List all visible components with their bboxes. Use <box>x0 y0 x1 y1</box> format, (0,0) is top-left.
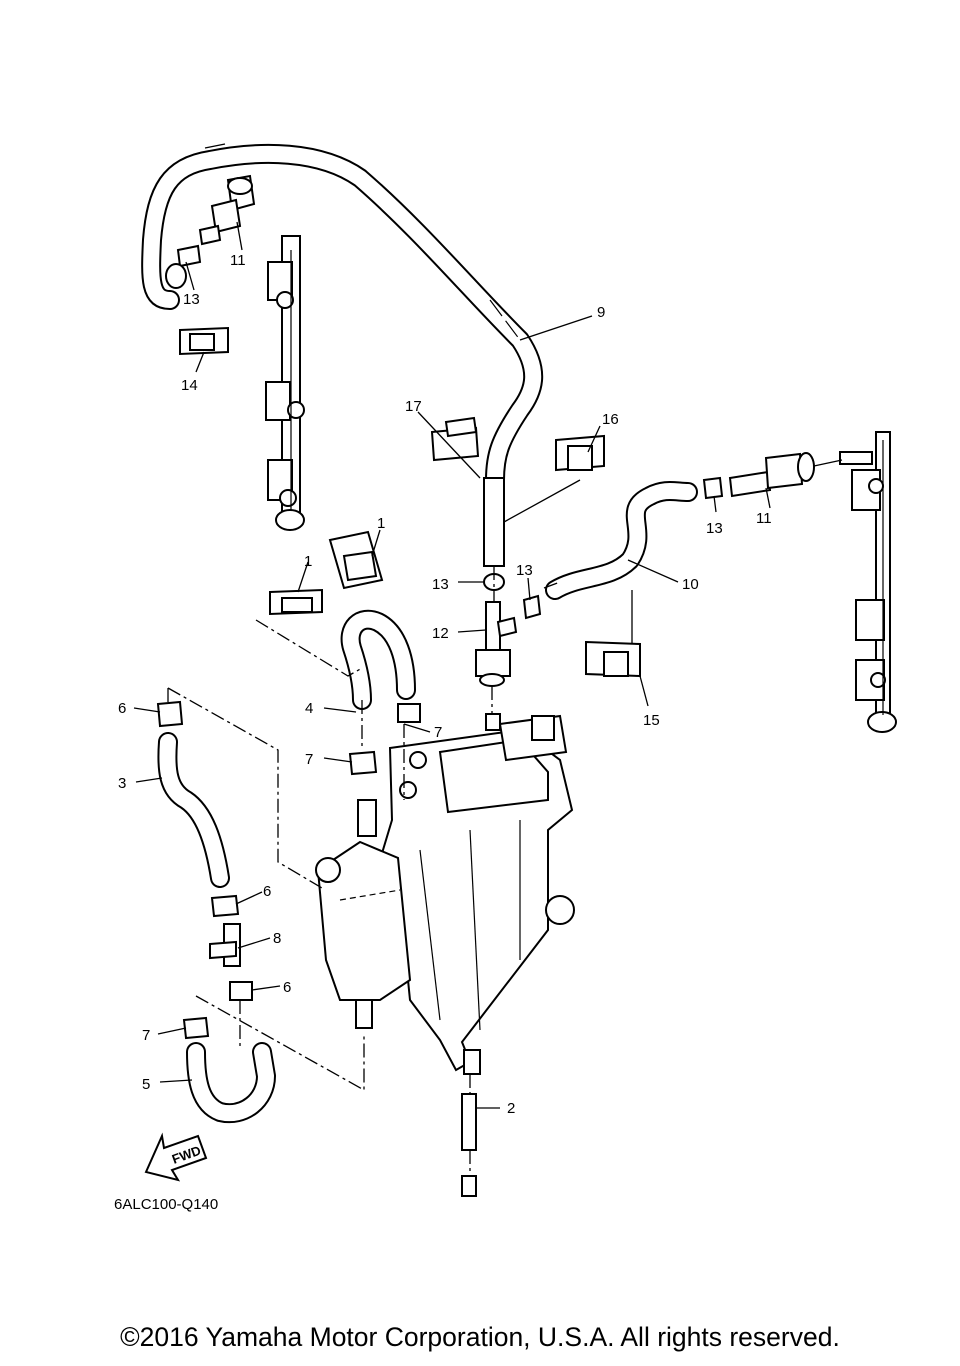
hose-clamp-7-b <box>348 750 378 776</box>
fuel-rail-right <box>839 431 897 733</box>
hose-3 <box>157 732 230 888</box>
hose-clamp-7-c <box>182 1016 210 1040</box>
callout-7-a: 7 <box>434 724 442 741</box>
callout-6-top: 6 <box>118 700 126 717</box>
callout-9: 9 <box>597 304 605 321</box>
fuel-rail-left <box>265 235 305 531</box>
callout-11-right: 11 <box>756 510 772 527</box>
clip-17 <box>430 416 480 462</box>
callout-1-upper: 1 <box>377 515 385 532</box>
callout-17: 17 <box>405 398 422 415</box>
callout-13-side: 13 <box>516 562 533 579</box>
hose-5 <box>186 1042 276 1124</box>
hose-clamp-6-low <box>229 981 253 1001</box>
fitting-12 <box>475 601 518 687</box>
callout-labels: 11 13 14 9 17 16 13 11 1 1 13 13 10 12 1… <box>118 252 772 1117</box>
callout-6-low: 6 <box>283 979 291 996</box>
clip-15 <box>585 640 641 678</box>
quick-connector-11-top <box>198 174 256 246</box>
leader-lines <box>133 221 771 1109</box>
callout-6-mid: 6 <box>263 883 271 900</box>
hose-clamp-6-mid <box>210 894 240 918</box>
callout-1-lower: 1 <box>304 553 312 570</box>
callout-2: 2 <box>507 1100 515 1117</box>
diagram-reference-code: 6ALC100-Q140 <box>114 1196 219 1213</box>
clip-16 <box>555 434 605 472</box>
clip-14 <box>179 326 229 356</box>
hose-clamp-7-a <box>397 703 421 723</box>
hose-9 <box>141 143 544 567</box>
callout-11-top: 11 <box>230 252 246 269</box>
callout-5: 5 <box>142 1076 150 1093</box>
callout-7-b: 7 <box>305 751 313 768</box>
callout-16: 16 <box>602 411 619 428</box>
clip-1-upper <box>328 530 384 590</box>
callout-13-top: 13 <box>183 291 200 308</box>
phantom-lines <box>167 566 561 1176</box>
copyright-notice: ©2016 Yamaha Motor Corporation, U.S.A. A… <box>120 1322 840 1352</box>
quick-connector-11-right <box>728 452 843 498</box>
joint-8 <box>209 923 241 967</box>
hose-clamp-13-side <box>522 594 542 620</box>
hose-clamp-13-top <box>165 244 202 289</box>
hose-4 <box>340 609 416 710</box>
callout-4: 4 <box>305 700 313 717</box>
callout-15: 15 <box>643 712 660 729</box>
hose-clamp-13-right <box>702 476 724 500</box>
callout-13-center: 13 <box>432 576 449 593</box>
callout-14: 14 <box>181 377 198 394</box>
hose-clamp-6-top <box>156 700 184 728</box>
hose-10 <box>545 481 698 600</box>
hose-2 <box>461 1093 477 1197</box>
forward-direction-arrow-icon: FWD <box>144 1132 208 1182</box>
callout-13-right: 13 <box>706 520 723 537</box>
callout-10: 10 <box>682 576 699 593</box>
callout-12: 12 <box>432 625 449 642</box>
callout-3: 3 <box>118 775 126 792</box>
callout-8: 8 <box>273 930 281 947</box>
callout-7-c: 7 <box>142 1027 150 1044</box>
vapor-separator-assembly <box>315 713 575 1075</box>
clip-1-lower <box>269 588 323 616</box>
